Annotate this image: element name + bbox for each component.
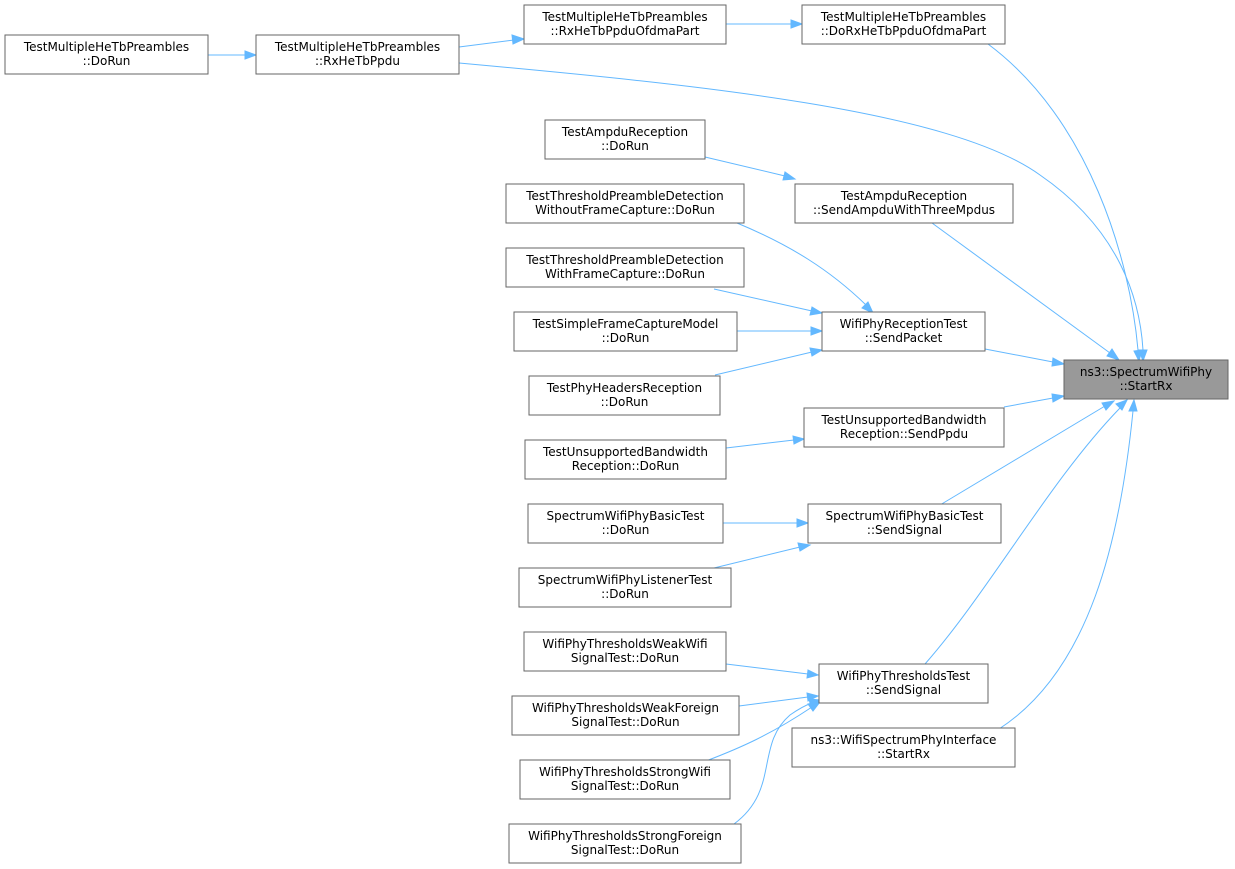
node-wpt-strongforeign-line1: WifiPhyThresholdsStrongForeign bbox=[528, 829, 722, 843]
node-ampdu-dorun-line2: ::DoRun bbox=[601, 139, 649, 153]
node-mhe-rxofdma-line2: ::RxHeTbPpduOfdmaPart bbox=[551, 24, 700, 38]
edge-ubw-dorun-to-send bbox=[725, 435, 806, 449]
node-swpbt-dorun[interactable]: SpectrumWifiPhyBasicTest ::DoRun bbox=[527, 503, 724, 544]
node-swplt-dorun-line1: SpectrumWifiPhyListenerTest bbox=[538, 573, 713, 587]
node-swpbt-sendsignal-line1: SpectrumWifiPhyBasicTest bbox=[826, 509, 984, 523]
edge-strongforeign-to-wpt-send bbox=[733, 698, 823, 825]
node-wpt-strongwifi-line2: SignalTest::DoRun bbox=[571, 779, 679, 793]
edge-sfcm-to-sendpacket bbox=[737, 326, 824, 336]
node-wpt-weakforeign[interactable]: WifiPhyThresholdsWeakForeign SignalTest:… bbox=[511, 695, 740, 736]
node-ubw-sendppdu-line2: Reception::SendPpdu bbox=[840, 427, 968, 441]
node-wprt-sendpacket-line1: WifiPhyReceptionTest bbox=[840, 317, 968, 331]
node-wpt-weakwifi-line1: WifiPhyThresholdsWeakWifi bbox=[542, 637, 707, 651]
node-wpt-strongwifi[interactable]: WifiPhyThresholdsStrongWifi SignalTest::… bbox=[519, 759, 731, 800]
node-wprt-sendpacket[interactable]: WifiPhyReceptionTest ::SendPacket bbox=[821, 311, 986, 352]
edge-swplt-dorun-to-send bbox=[713, 542, 812, 569]
node-mhe-rxofdma[interactable]: TestMultipleHeTbPreambles ::RxHeTbPpduOf… bbox=[523, 4, 727, 45]
node-swpbt-sendsignal-line2: ::SendSignal bbox=[867, 523, 942, 537]
node-tpd-with-fc-line2: WithFrameCapture::DoRun bbox=[545, 267, 705, 281]
node-ampdu-send[interactable]: TestAmpduReception ::SendAmpduWithThreeM… bbox=[794, 183, 1014, 224]
node-wpt-strongforeign[interactable]: WifiPhyThresholdsStrongForeign SignalTes… bbox=[508, 823, 742, 864]
node-sfcm-dorun-line2: ::DoRun bbox=[602, 331, 650, 345]
edge-mhe-dorun-to-rxhetbppdu bbox=[208, 50, 258, 60]
edge-wspi-to-startrx bbox=[998, 398, 1138, 730]
edge-weakwifi-to-wpt-send bbox=[725, 663, 820, 679]
node-wpt-sendsignal[interactable]: WifiPhyThresholdsTest ::SendSignal bbox=[818, 663, 989, 704]
edge-sendpacket-to-startrx bbox=[984, 348, 1066, 367]
node-ubw-dorun-line1: TestUnsupportedBandwidth bbox=[542, 445, 708, 459]
node-wpt-strongforeign-line2: SignalTest::DoRun bbox=[571, 843, 679, 857]
node-mhe-dorun-line2: ::DoRun bbox=[83, 54, 131, 68]
node-mhe-dorxofdma-line1: TestMultipleHeTbPreambles bbox=[820, 10, 986, 24]
node-swpbt-sendsignal[interactable]: SpectrumWifiPhyBasicTest ::SendSignal bbox=[807, 503, 1002, 544]
node-wspi-startrx[interactable]: ns3::WifiSpectrumPhyInterface ::StartRx bbox=[791, 727, 1016, 768]
edge-rxofdma-to-dorxofdma bbox=[726, 19, 804, 29]
node-swplt-dorun[interactable]: SpectrumWifiPhyListenerTest ::DoRun bbox=[518, 567, 732, 608]
node-wpt-weakwifi-line2: SignalTest::DoRun bbox=[571, 651, 679, 665]
node-tpd-without-fc[interactable]: TestThresholdPreambleDetection WithoutFr… bbox=[505, 183, 745, 224]
node-spectrumwifiphy-startrx: ns3::SpectrumWifiPhy ::StartRx bbox=[1063, 359, 1229, 400]
edge-wpt-send-to-startrx bbox=[924, 399, 1129, 665]
node-mhe-rxofdma-line1: TestMultipleHeTbPreambles bbox=[541, 10, 707, 24]
node-mhe-rxhetbppdu[interactable]: TestMultipleHeTbPreambles ::RxHeTbPpdu bbox=[255, 34, 460, 75]
node-tpd-without-fc-line1: TestThresholdPreambleDetection bbox=[525, 189, 724, 203]
node-ampdu-dorun[interactable]: TestAmpduReception ::DoRun bbox=[544, 119, 706, 160]
node-wspi-startrx-line2: ::StartRx bbox=[877, 747, 930, 761]
node-wspi-startrx-line1: ns3::WifiSpectrumPhyInterface bbox=[811, 733, 997, 747]
node-ubw-sendppdu-line1: TestUnsupportedBandwidth bbox=[821, 413, 987, 427]
node-wpt-weakforeign-line1: WifiPhyThresholdsWeakForeign bbox=[532, 701, 719, 715]
node-ubw-dorun[interactable]: TestUnsupportedBandwidth Reception::DoRu… bbox=[524, 439, 727, 480]
edge-swpbt-send-to-startrx bbox=[939, 400, 1116, 506]
node-wpt-sendsignal-line2: ::SendSignal bbox=[866, 683, 941, 697]
edge-weakforeign-to-wpt-send bbox=[738, 692, 820, 707]
node-wpt-sendsignal-line1: WifiPhyThresholdsTest bbox=[837, 669, 971, 683]
node-mhe-dorun[interactable]: TestMultipleHeTbPreambles ::DoRun bbox=[4, 34, 209, 75]
node-ampdu-dorun-line1: TestAmpduReception bbox=[561, 125, 688, 139]
node-wpt-strongwifi-line1: WifiPhyThresholdsStrongWifi bbox=[539, 765, 711, 779]
edge-ampdu-send-to-startrx bbox=[931, 222, 1121, 361]
node-phyheaders-dorun-line1: TestPhyHeadersReception bbox=[546, 381, 702, 395]
node-phyheaders-dorun[interactable]: TestPhyHeadersReception ::DoRun bbox=[528, 375, 721, 416]
edge-ampdu-dorun-to-send bbox=[704, 156, 797, 181]
node-spectrumwifiphy-startrx-line2: ::StartRx bbox=[1120, 379, 1173, 393]
edge-rxhetbppdu-to-rxofdma bbox=[458, 34, 526, 48]
node-wprt-sendpacket-line2: ::SendPacket bbox=[865, 331, 943, 345]
node-tpd-with-fc[interactable]: TestThresholdPreambleDetection WithFrame… bbox=[505, 247, 745, 288]
edge-dorxofdma-to-startrx bbox=[987, 43, 1143, 363]
edge-ubw-send-to-startrx bbox=[1003, 393, 1066, 408]
node-tpd-with-fc-line1: TestThresholdPreambleDetection bbox=[525, 253, 724, 267]
node-swpbt-dorun-line1: SpectrumWifiPhyBasicTest bbox=[547, 509, 705, 523]
node-spectrumwifiphy-startrx-line1: ns3::SpectrumWifiPhy bbox=[1080, 365, 1212, 379]
node-ampdu-send-line2: ::SendAmpduWithThreeMpdus bbox=[813, 203, 995, 217]
node-ampdu-send-line1: TestAmpduReception bbox=[840, 189, 967, 203]
node-sfcm-dorun-line1: TestSimpleFrameCaptureModel bbox=[532, 317, 719, 331]
node-wpt-weakwifi[interactable]: WifiPhyThresholdsWeakWifi SignalTest::Do… bbox=[523, 631, 727, 672]
node-ubw-dorun-line2: Reception::DoRun bbox=[572, 459, 679, 473]
node-mhe-rxhetbppdu-line1: TestMultipleHeTbPreambles bbox=[274, 40, 440, 54]
node-mhe-dorxofdma[interactable]: TestMultipleHeTbPreambles ::DoRxHeTbPpdu… bbox=[801, 4, 1006, 45]
node-wpt-weakforeign-line2: SignalTest::DoRun bbox=[571, 715, 679, 729]
edge-tpd-wofc-to-sendpacket bbox=[736, 222, 875, 315]
node-swplt-dorun-line2: ::DoRun bbox=[601, 587, 649, 601]
edge-swpbt-dorun-to-send bbox=[723, 518, 810, 528]
edge-tpd-wfc-to-sendpacket bbox=[713, 288, 824, 316]
node-ubw-sendppdu[interactable]: TestUnsupportedBandwidth Reception::Send… bbox=[803, 407, 1005, 448]
node-mhe-rxhetbppdu-line2: ::RxHeTbPpdu bbox=[315, 54, 400, 68]
edge-phyhdr-to-sendpacket bbox=[714, 347, 824, 376]
node-phyheaders-dorun-line2: ::DoRun bbox=[601, 395, 649, 409]
node-mhe-dorxofdma-line2: ::DoRxHeTbPpduOfdmaPart bbox=[821, 24, 987, 38]
node-mhe-dorun-line1: TestMultipleHeTbPreambles bbox=[23, 40, 189, 54]
node-swpbt-dorun-line2: ::DoRun bbox=[602, 523, 650, 537]
node-tpd-without-fc-line2: WithoutFrameCapture::DoRun bbox=[535, 203, 715, 217]
node-sfcm-dorun[interactable]: TestSimpleFrameCaptureModel ::DoRun bbox=[513, 311, 738, 352]
